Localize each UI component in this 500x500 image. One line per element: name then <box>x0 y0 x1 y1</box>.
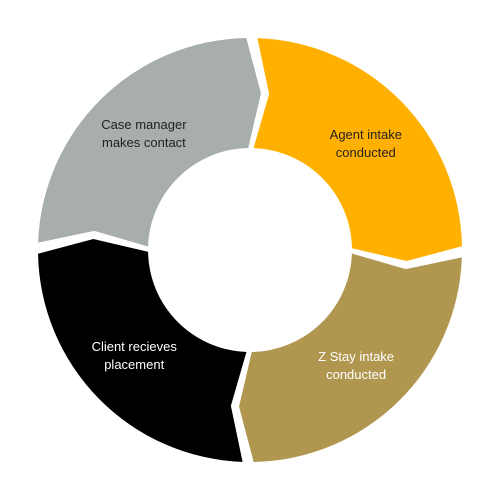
cycle-segment-4 <box>38 38 261 247</box>
label-line: makes contact <box>102 135 186 150</box>
cycle-segment-label-2: Z Stay intake conducted <box>318 349 394 382</box>
cycle-segment-3 <box>38 239 247 462</box>
cycle-segment-2 <box>239 253 462 462</box>
labels-layer: Agent intake conducted Z Stay intake conduc… <box>92 117 402 382</box>
segments-layer <box>38 38 462 462</box>
cycle-segment-label-4: Case manager makes contact <box>101 117 187 150</box>
label-line: conducted <box>336 145 396 160</box>
cycle-segment-label-3: Client recieves placement <box>92 339 178 372</box>
label-line: Agent intake <box>330 127 402 142</box>
cycle-segment-label-1: Agent intake conducted <box>330 127 402 160</box>
label-line: Client recieves <box>92 339 178 354</box>
cycle-segment-1 <box>253 38 462 261</box>
label-line: placement <box>104 357 164 372</box>
label-line: conducted <box>326 367 386 382</box>
label-line: Z Stay intake <box>318 349 394 364</box>
label-line: Case manager <box>101 117 187 132</box>
